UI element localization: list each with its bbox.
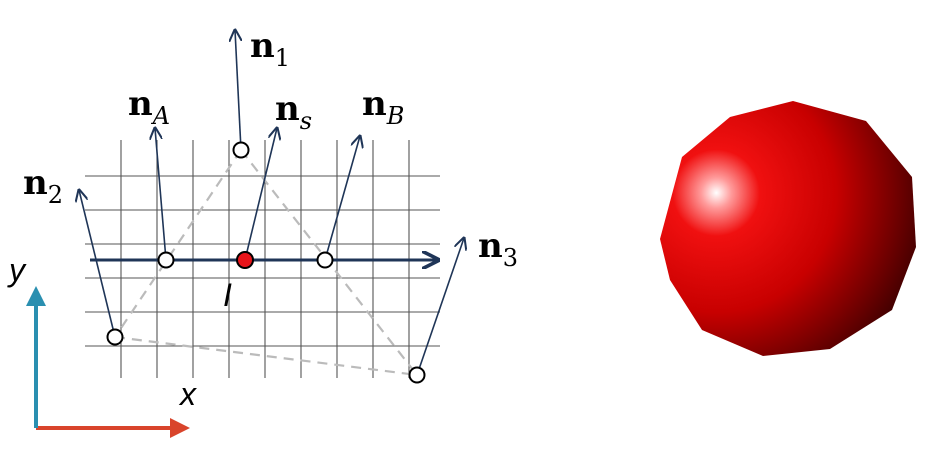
label-nB: nB <box>362 84 404 130</box>
label-scanline-I: I <box>223 277 232 313</box>
label-n2: n2 <box>23 163 63 209</box>
interpolated-point-s <box>236 251 254 269</box>
label-ns: ns <box>275 89 312 135</box>
normal-nB-arrow <box>324 136 360 261</box>
vertex-3-point <box>408 366 426 384</box>
normal-n1-arrow <box>235 30 241 151</box>
label-nA: nA <box>128 84 170 130</box>
edge-point-b <box>316 251 334 269</box>
normal-n3-arrow <box>416 238 464 376</box>
vertex-1-point <box>232 141 250 159</box>
vertex-2-point <box>106 328 124 346</box>
normal-vectors <box>79 30 464 376</box>
y-axis-label: y <box>7 252 27 288</box>
label-n3: n3 <box>478 226 518 272</box>
normal-nA-arrow <box>155 128 167 261</box>
normal-n2-arrow <box>79 190 116 338</box>
shaded-sphere <box>660 101 916 356</box>
label-n1: n1 <box>250 26 290 72</box>
x-axis-label: x <box>178 376 197 412</box>
edge-point-a <box>157 251 175 269</box>
coordinate-axes: x y <box>7 252 197 438</box>
normal-ns-arrow <box>244 128 277 261</box>
